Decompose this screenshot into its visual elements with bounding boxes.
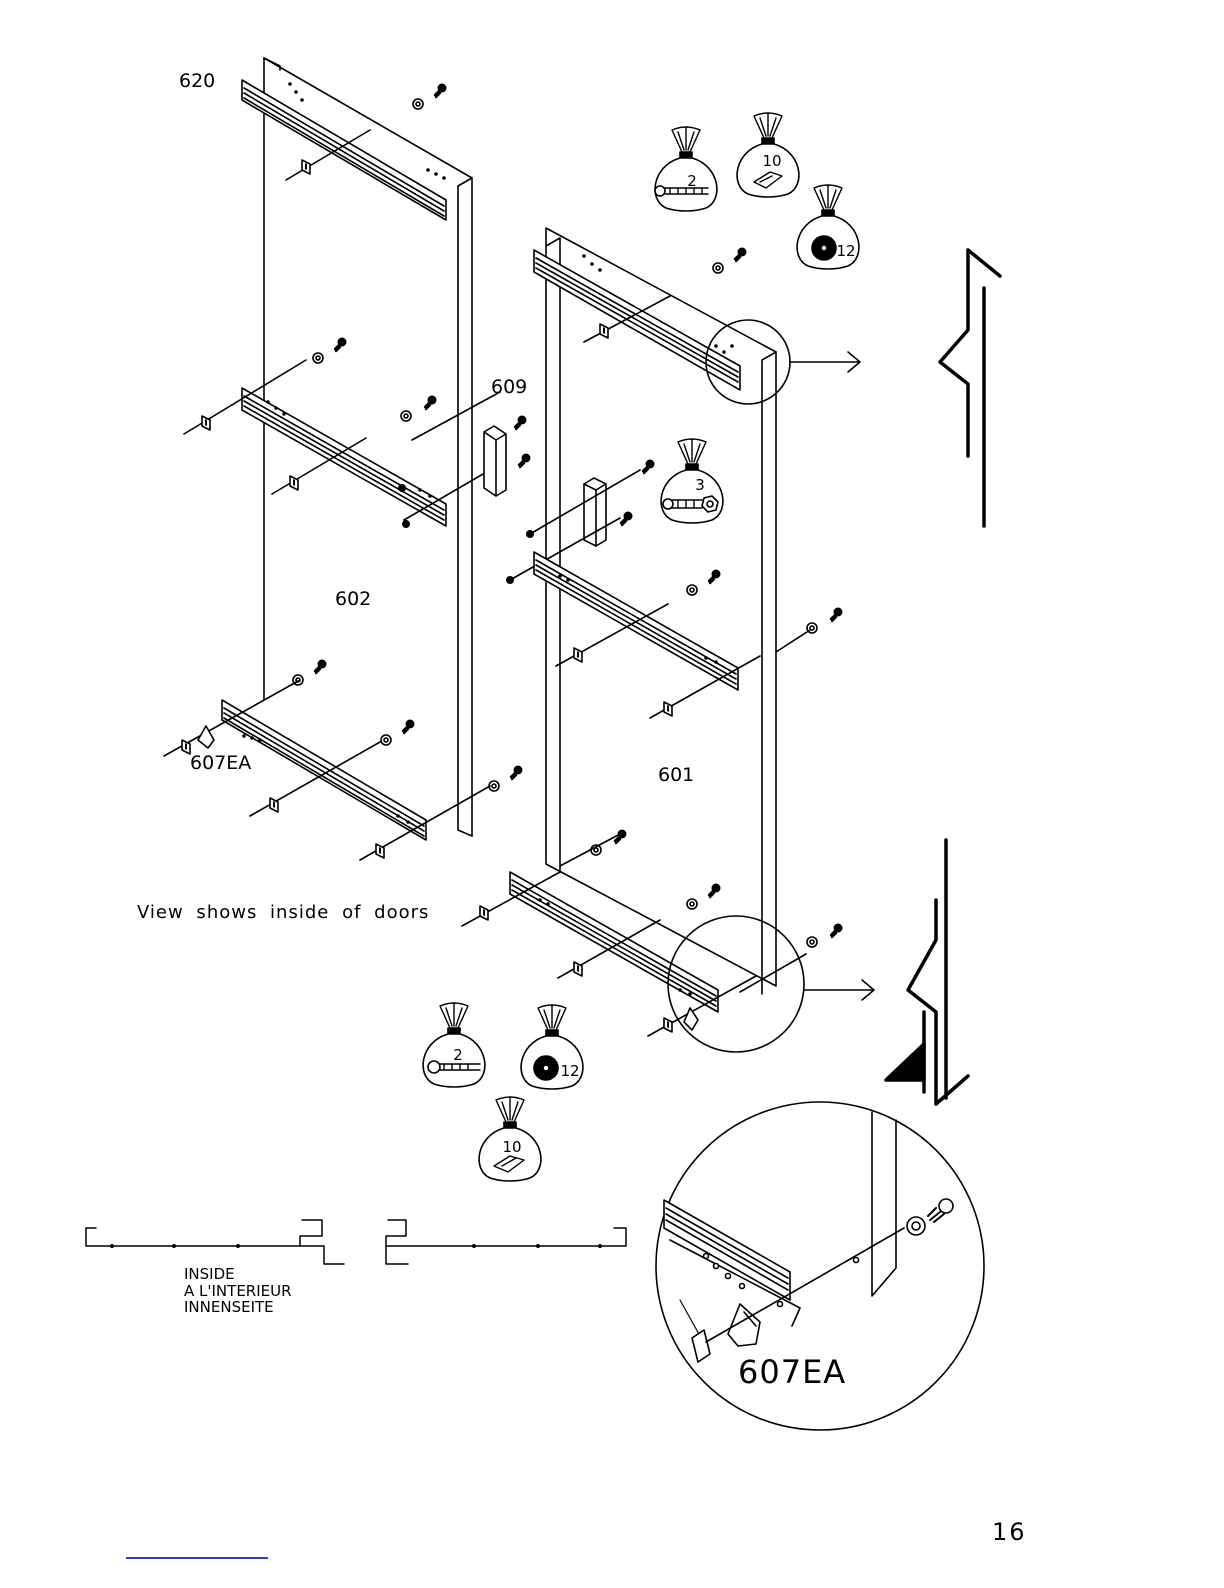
left-door-602 [164, 58, 523, 860]
diagram-caption: View shows inside of doors [137, 904, 429, 922]
arrow-right-icon [790, 352, 860, 372]
part-label-609: 609 [491, 378, 527, 397]
part-label-607ea: 607EA [190, 754, 251, 773]
svg-text:3: 3 [695, 476, 705, 494]
svg-text:10: 10 [502, 1138, 521, 1156]
page-number: 16 [992, 1520, 1027, 1544]
profile-detail-bottom [886, 840, 968, 1104]
svg-text:12: 12 [560, 1062, 579, 1080]
svg-text:2: 2 [453, 1046, 463, 1064]
footer-link-rule [126, 1557, 268, 1559]
part-label-602: 602 [335, 590, 371, 609]
part-label-601: 601 [658, 766, 694, 785]
door-section-profile [86, 1220, 626, 1264]
detail-label-607ea: 607EA [738, 1356, 846, 1388]
profile-detail-top [940, 250, 1000, 526]
right-door-601 [462, 228, 843, 1036]
magnifier-circle-icon [668, 320, 874, 1052]
svg-text:12: 12 [836, 242, 855, 260]
svg-text:10: 10 [762, 152, 781, 170]
inside-label-de: INNENSEITE [184, 1300, 274, 1316]
part-label-620: 620 [179, 72, 215, 91]
inside-label-en: INSIDE [184, 1267, 235, 1283]
